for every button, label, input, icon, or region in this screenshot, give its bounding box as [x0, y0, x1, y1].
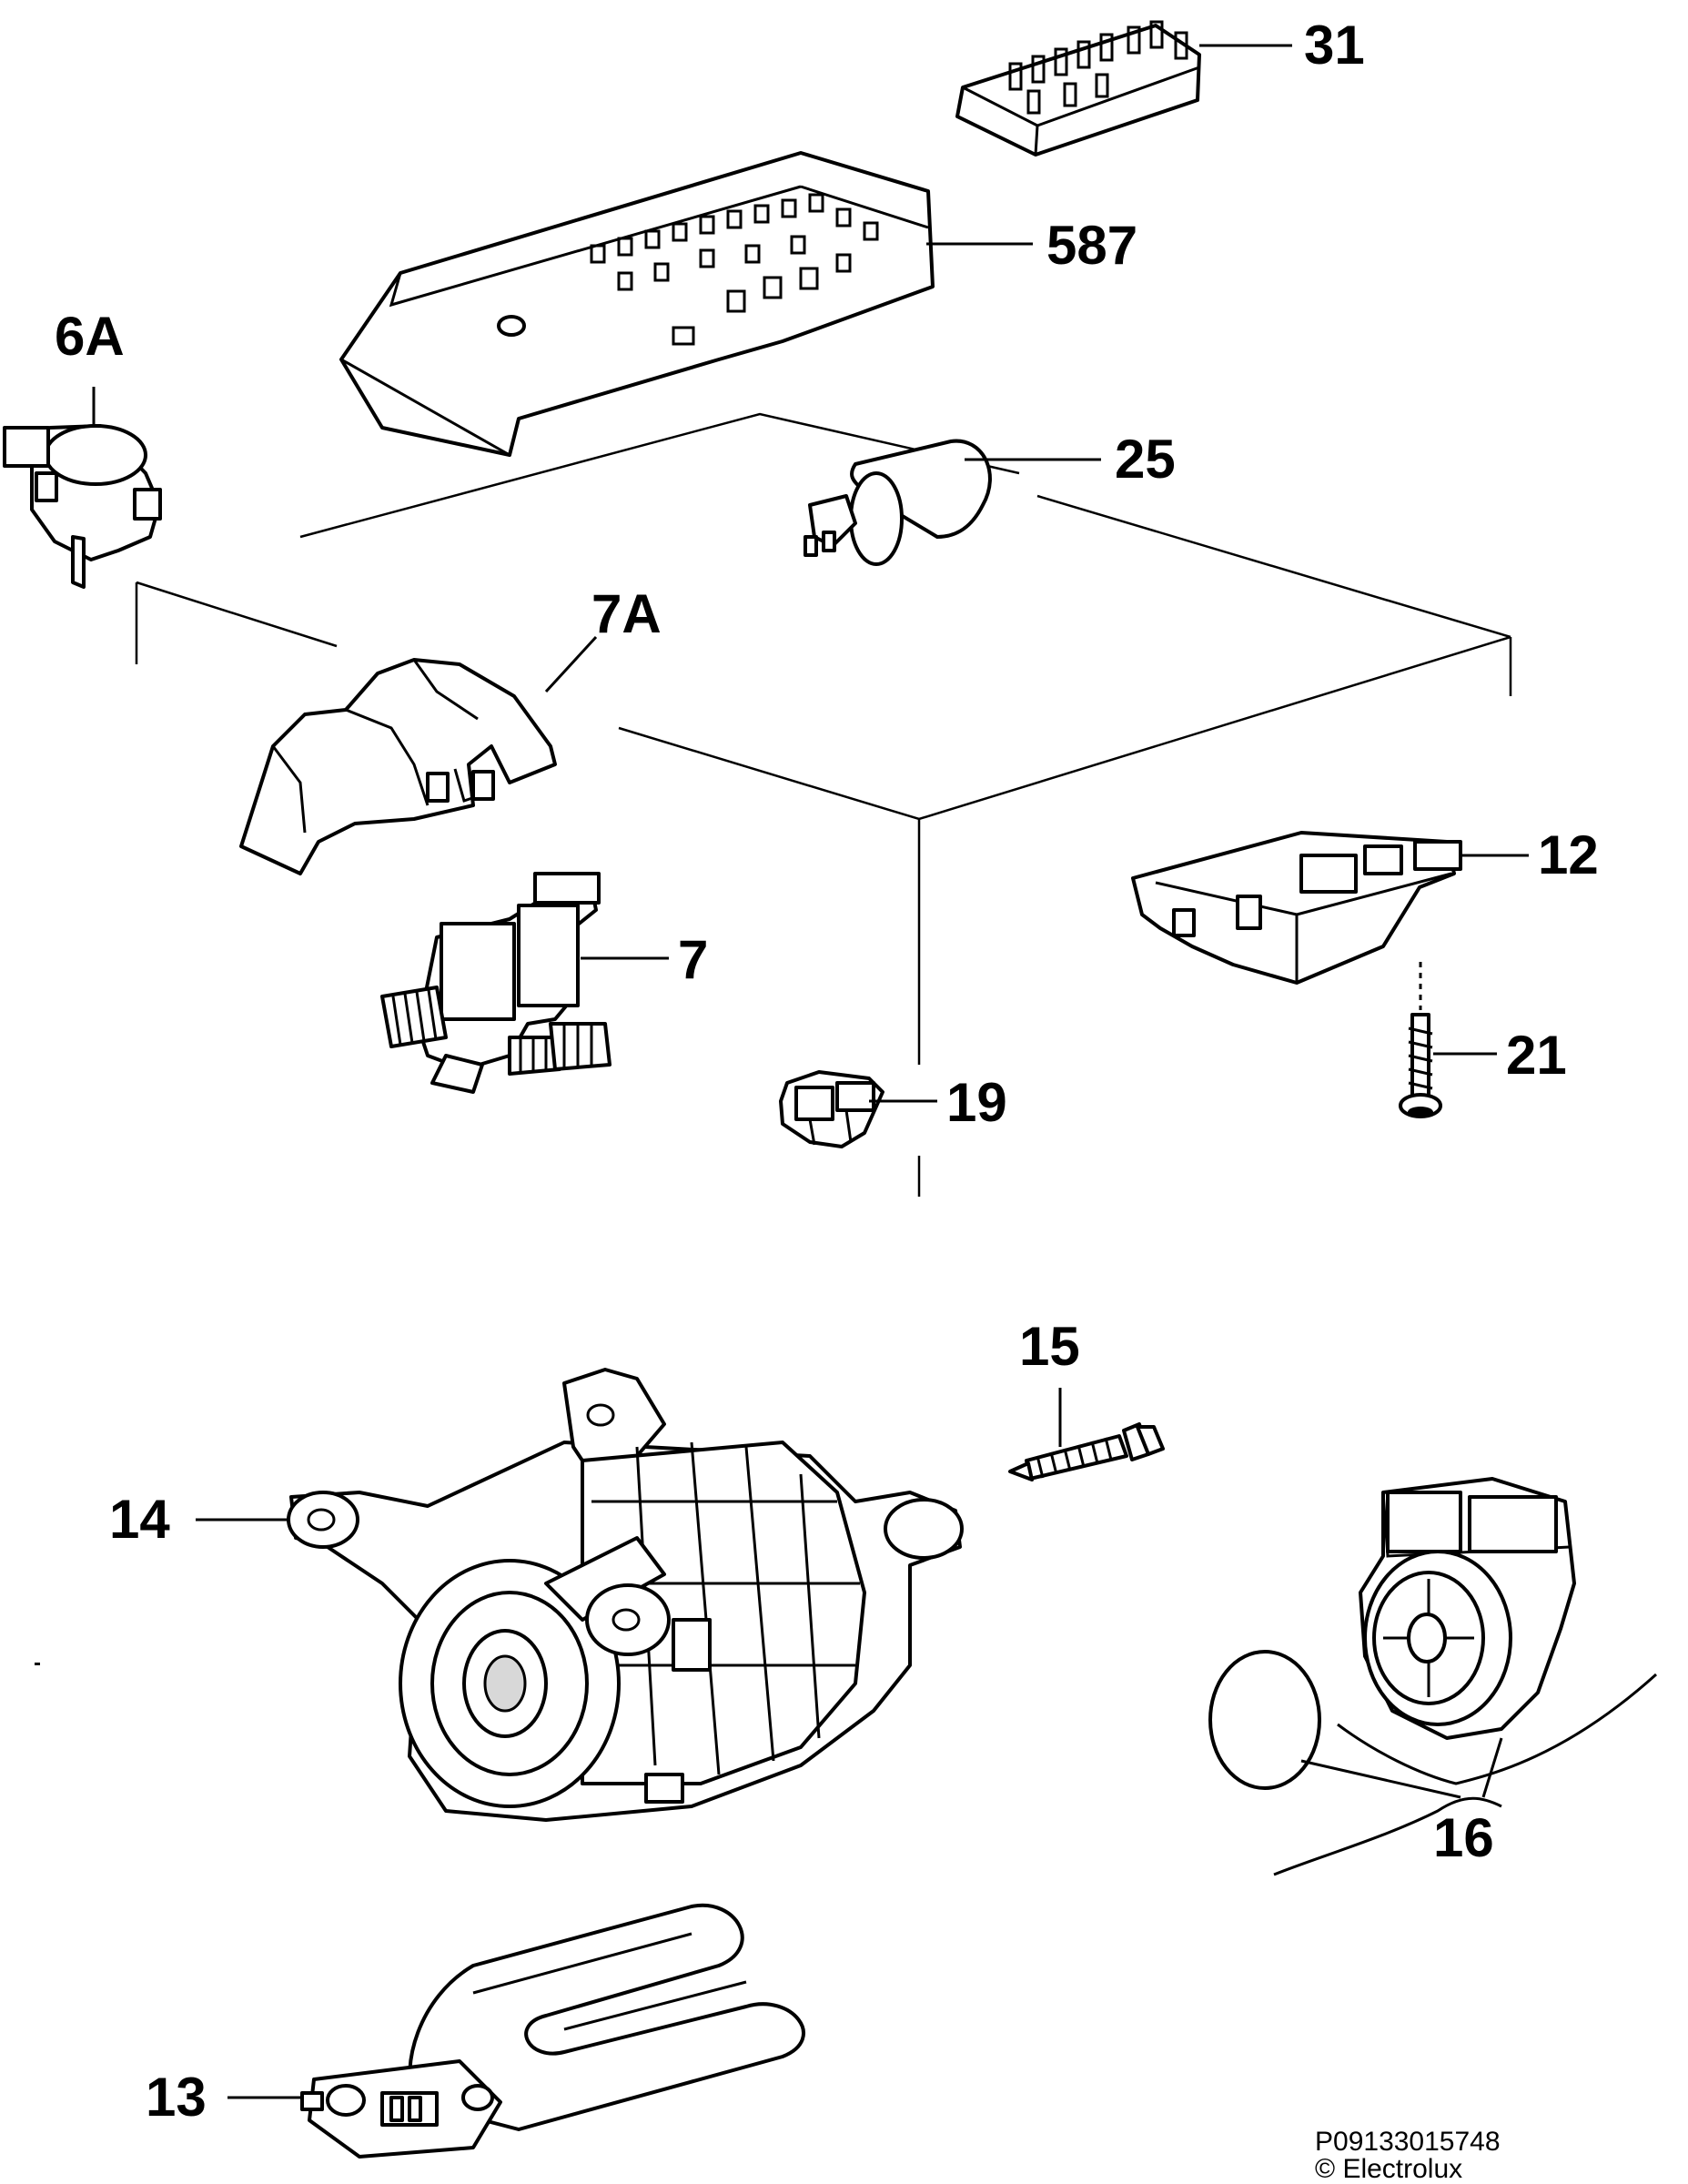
- part-12-door-lock[interactable]: [1131, 831, 1529, 985]
- part-7a-valve-cover[interactable]: [239, 635, 598, 875]
- label-7a[interactable]: 7A: [591, 583, 662, 644]
- part-labels: 31 587 6A 25 7A 12 7 21 19 15 14 16 13: [55, 15, 1599, 2128]
- part-14-motor[interactable]: [196, 1368, 964, 1822]
- part-587-control-module[interactable]: [339, 151, 1033, 457]
- label-7[interactable]: 7: [678, 929, 708, 990]
- label-13[interactable]: 13: [146, 2067, 207, 2128]
- stray-mark: [35, 1663, 40, 1665]
- label-16[interactable]: 16: [1433, 1807, 1494, 1868]
- label-15[interactable]: 15: [1019, 1316, 1080, 1377]
- label-25[interactable]: 25: [1115, 429, 1176, 490]
- label-587[interactable]: 587: [1046, 215, 1137, 276]
- part-31-terminal-block[interactable]: [955, 20, 1292, 157]
- part-16-drain-pump[interactable]: [1208, 1477, 1658, 1876]
- label-12[interactable]: 12: [1538, 824, 1599, 885]
- part-6a-pressure-switch[interactable]: [3, 387, 162, 589]
- label-19[interactable]: 19: [946, 1072, 1007, 1133]
- part-25-capacitor[interactable]: [804, 439, 1101, 566]
- label-31[interactable]: 31: [1304, 15, 1365, 76]
- part-7-inlet-valve[interactable]: [380, 872, 669, 1094]
- label-6a[interactable]: 6A: [55, 306, 125, 367]
- drawing-code: P09133015748: [1315, 2127, 1501, 2157]
- part-21-screw[interactable]: [1399, 962, 1497, 1118]
- label-14[interactable]: 14: [109, 1489, 170, 1550]
- copyright-notice: © Electrolux: [1315, 2154, 1462, 2184]
- part-15-screw[interactable]: [1008, 1388, 1165, 1481]
- label-21[interactable]: 21: [1506, 1025, 1567, 1086]
- part-19-clip[interactable]: [779, 1070, 937, 1148]
- part-13-heating-element[interactable]: [227, 1903, 805, 2159]
